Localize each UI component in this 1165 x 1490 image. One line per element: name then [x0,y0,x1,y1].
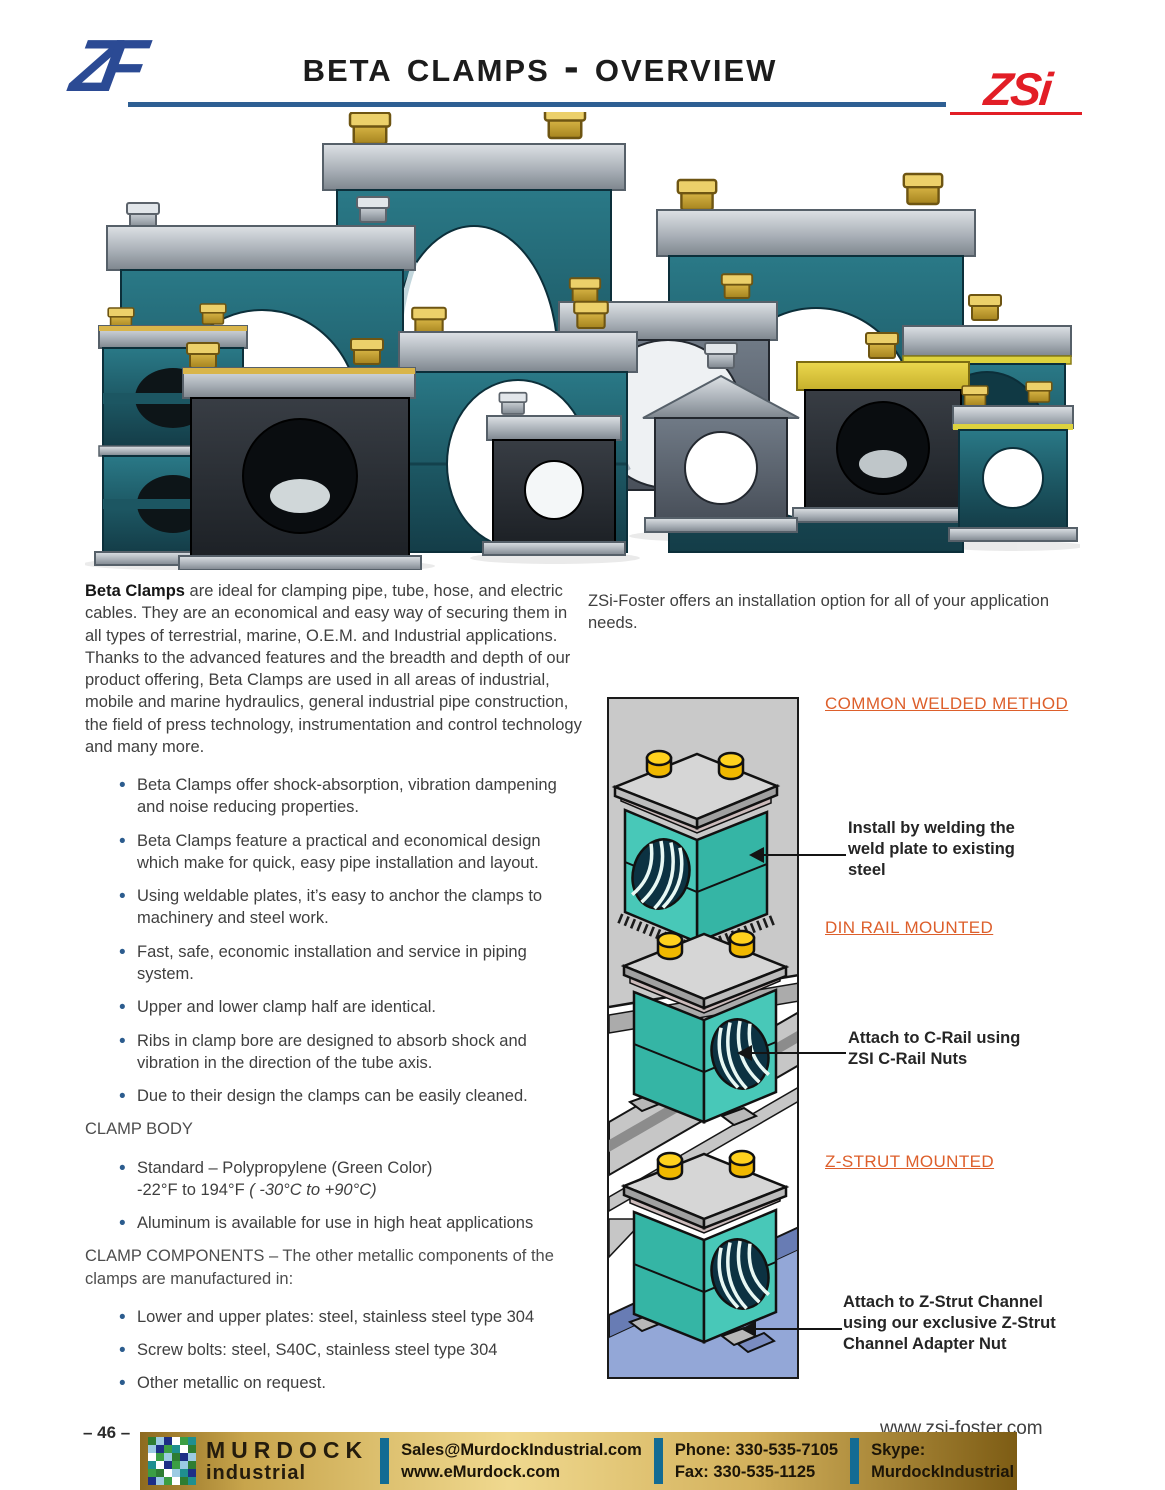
intro-rest: are ideal for clamping pipe, tube, hose,… [85,582,582,756]
clamp-body-item: Aluminum is available for use in high he… [85,1211,585,1237]
right-intro-paragraph: ZSi-Foster offers an installation option… [588,592,1050,633]
zsi-logo: ZSi [981,63,1054,115]
clamp-components-list: Lower and upper plates: steel, stainless… [85,1305,585,1397]
option-heading-welded: COMMON WELDED METHOD [825,694,1069,713]
murdock-web-link[interactable]: www.eMurdock.com [401,1463,561,1481]
murdock-skype-value: MurdockIndustrial [871,1463,1015,1481]
option-note-welded: Install by welding the weld plate to exi… [848,819,1015,880]
murdock-wordmark: MURDOCK industrial [206,1437,369,1484]
murdock-mosaic-logo [148,1437,196,1485]
footer-contact-phone: Phone: 330-535-7105 Fax: 330-535-1125 [675,1439,838,1484]
intro-lead: Beta Clamps [85,582,185,600]
feature-item: Upper and lower clamp half are identical… [85,995,585,1021]
title-divider [128,102,946,107]
option-heading-zstrut: Z-STRUT MOUNTED [825,1152,995,1171]
features-list: Beta Clamps offer shock-absorption, vibr… [85,773,585,1110]
option-note-din: Attach to C-Rail using ZSI C-Rail Nuts [848,1029,1021,1069]
footer-contact-skype: Skype: MurdockIndustrial [871,1439,1014,1484]
clamp-black-front [178,338,422,570]
murdock-phone: Phone: 330-535-7105 [674,1440,839,1459]
clamp-black-yellow-plate [792,332,974,523]
page-number: – 46 – [83,1423,131,1442]
clamp-body-list: Standard – Polypropylene (Green Color) -… [85,1156,585,1237]
option-note-zstrut: Attach to Z-Strut Channel using our excl… [843,1293,1056,1354]
clamp-pyramid-top [642,342,800,533]
option-heading-din: DIN RAIL MOUNTED [825,918,994,937]
arrow-welded [749,847,846,863]
feature-item: Beta Clamps feature a practical and econ… [85,829,585,875]
clamp-small-dark [482,391,626,556]
murdock-skype-label: Skype: [871,1440,926,1459]
clamp-small-teal-right [948,381,1078,542]
feature-item: Due to their design the clamps can be ea… [85,1084,585,1110]
footer-contact-web: Sales@MurdockIndustrial.com www.eMurdock… [401,1439,642,1484]
arrow-din [737,1045,846,1061]
installation-diagram-panel [607,697,799,1379]
feature-item: Ribs in clamp bore are designed to absor… [85,1029,585,1075]
arrow-zstrut [741,1321,842,1337]
murdock-fax: Fax: 330-535-1125 [674,1463,816,1481]
footer-divider [380,1438,390,1484]
murdock-email-link[interactable]: Sales@MurdockIndustrial.com [401,1440,642,1459]
beta-clamps-product-photo [85,112,1080,570]
footer-divider [653,1438,663,1484]
intro-paragraph: Beta Clamps are ideal for clamping pipe,… [85,580,585,758]
clamp-components-heading: CLAMP COMPONENTS – The other metallic co… [85,1247,554,1288]
left-text-column: Beta Clamps are ideal for clamping pipe,… [85,580,585,1406]
feature-item: Beta Clamps offer shock-absorption, vibr… [85,773,585,819]
clamp-body-heading: CLAMP BODY [85,1120,193,1139]
page-title: Beta Clamps - Overview [302,42,778,91]
murdock-footer-bar: MURDOCK industrial Sales@MurdockIndustri… [140,1432,1017,1490]
clamp-components-item: Lower and upper plates: steel, stainless… [85,1305,585,1331]
clamp-components-item: Other metallic on request. [85,1371,585,1397]
clamp-components-item: Screw bolts: steel, S40C, stainless stee… [85,1338,585,1364]
clamp-body-item: Standard – Polypropylene (Green Color) -… [85,1156,585,1202]
footer-divider [850,1438,860,1484]
installation-diagram [609,699,797,1377]
zsi-logo-underline [950,112,1082,115]
scene-z-strut [609,1149,797,1377]
feature-item: Using weldable plates, it’s easy to anch… [85,884,585,930]
feature-item: Fast, safe, economic installation and se… [85,940,585,986]
